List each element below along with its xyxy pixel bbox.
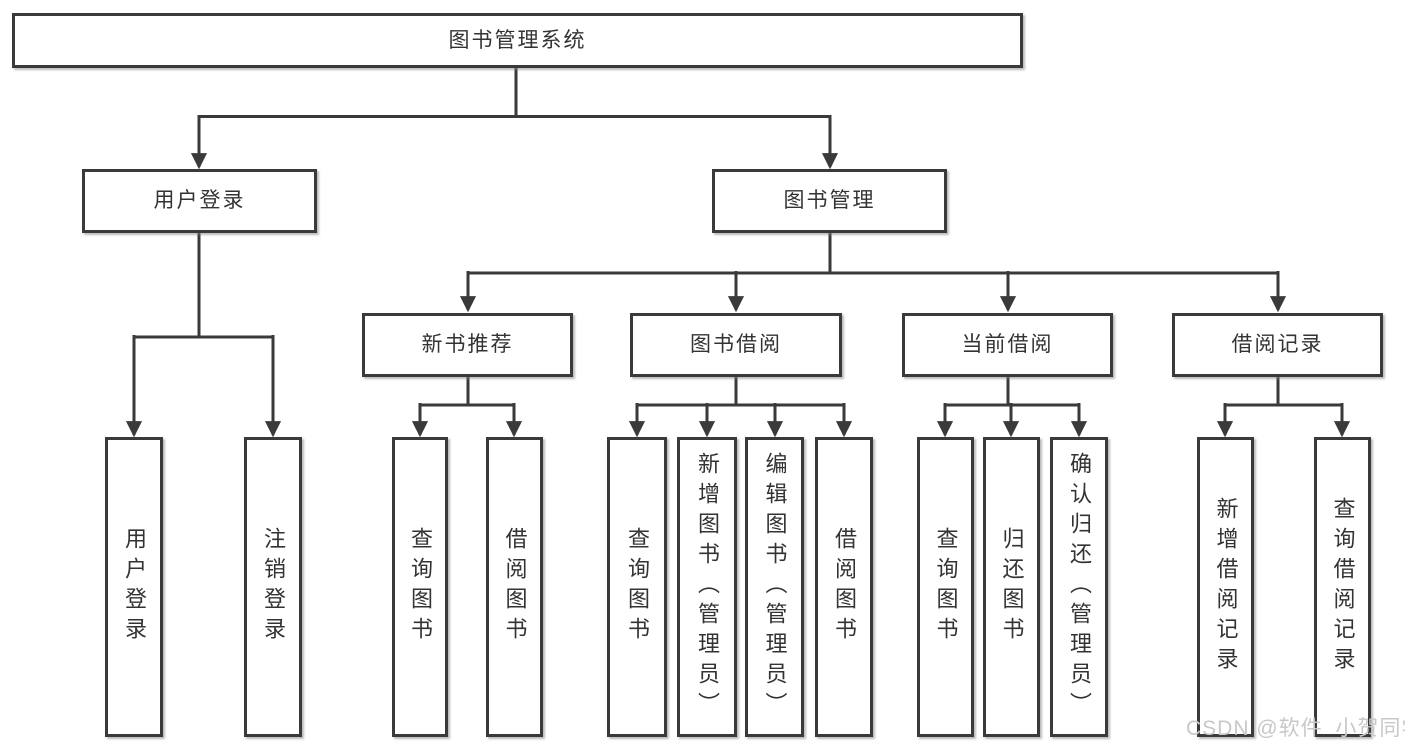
node-return-books: 归还图书 (983, 437, 1040, 737)
node-borrow-books-action: 借阅图书 (815, 437, 873, 737)
node-book-management: 图书管理 (712, 169, 947, 233)
node-add-books-admin: 新增图书（管理员） (677, 437, 737, 737)
node-confirm-return-admin: 确认归还（管理员） (1050, 437, 1108, 737)
node-new-book-recommend: 新书推荐 (362, 313, 573, 377)
node-current-borrow: 当前借阅 (902, 313, 1113, 377)
connector-root-to-level2 (190, 68, 839, 170)
node-borrow-records: 借阅记录 (1172, 313, 1383, 377)
connector-current-borrow-children (936, 377, 1088, 438)
node-logout-action: 注销登录 (244, 437, 302, 737)
connector-user-login-children (125, 233, 282, 438)
node-query-books-borrow: 查询图书 (607, 437, 667, 737)
node-query-books-current: 查询图书 (917, 437, 974, 737)
csdn-watermark: CSDN @软件_小贺同学 (1186, 717, 1405, 740)
node-query-books-recommend: 查询图书 (392, 437, 448, 737)
node-user-login: 用户登录 (82, 169, 317, 233)
connector-borrow-records-children (1216, 377, 1351, 438)
connector-book-management-children (459, 233, 1287, 313)
connector-new-book-recommend-children (411, 377, 523, 438)
node-user-login-action: 用户登录 (105, 437, 163, 737)
node-edit-books-admin: 编辑图书（管理员） (745, 437, 804, 737)
node-book-borrow: 图书借阅 (630, 313, 842, 377)
node-query-borrow-record: 查询借阅记录 (1314, 437, 1371, 737)
connector-book-borrow-children (628, 377, 853, 438)
node-add-borrow-record: 新增借阅记录 (1197, 437, 1254, 737)
node-borrow-books-recommend: 借阅图书 (486, 437, 543, 737)
node-library-management-system: 图书管理系统 (12, 13, 1023, 68)
